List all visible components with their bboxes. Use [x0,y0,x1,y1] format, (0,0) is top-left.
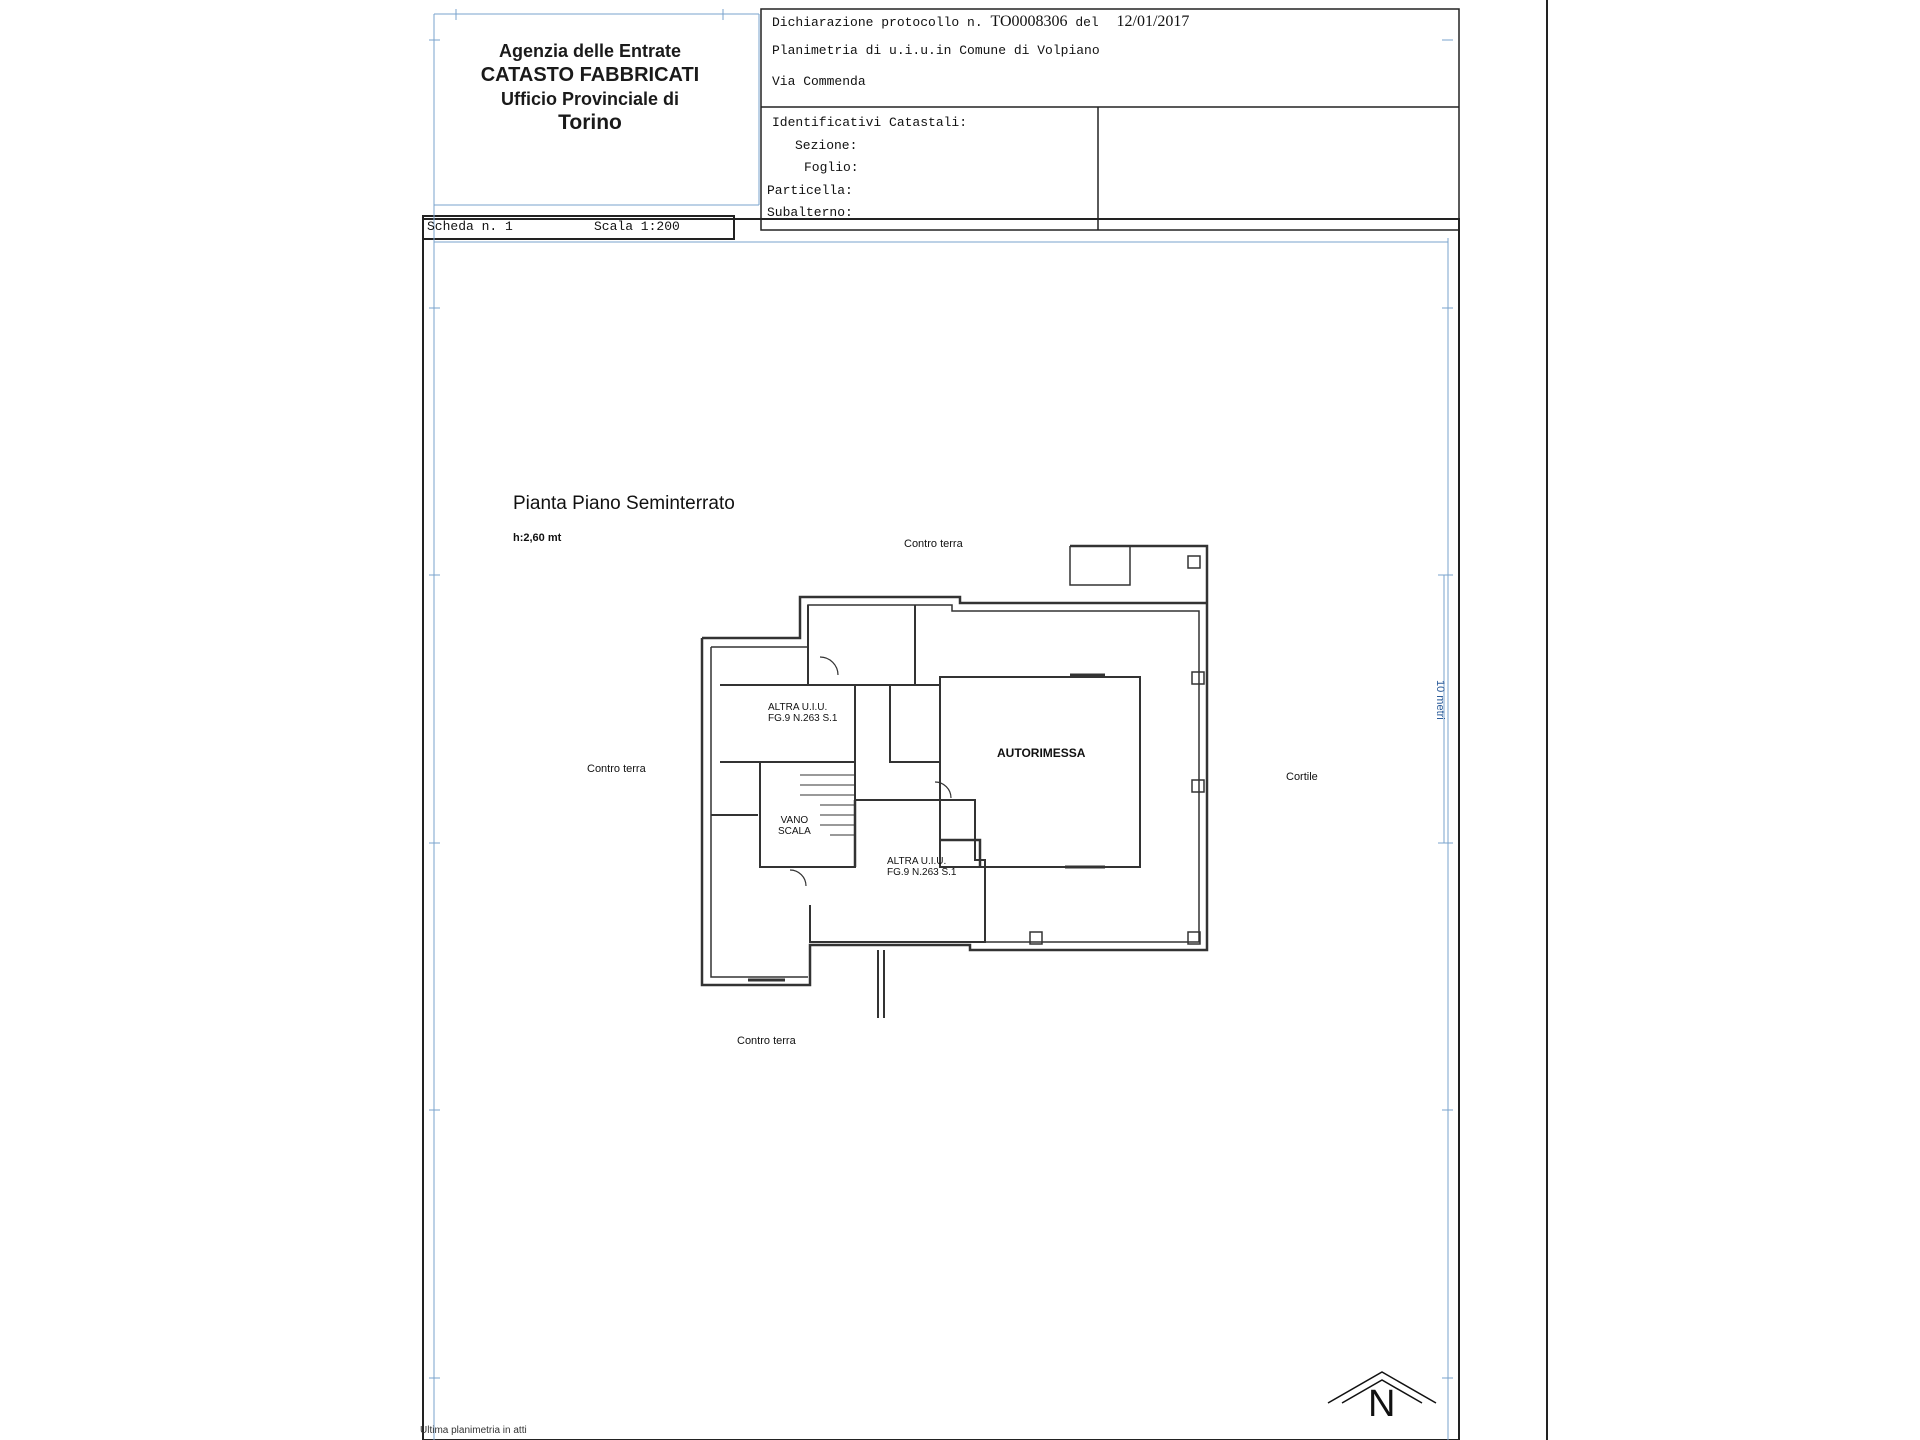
plan-height: h:2,60 mt [513,532,562,544]
footer-note: Ultima planimetria in atti [420,1425,527,1436]
label-contro-terra-left: Contro terra [587,763,646,775]
label-autorimessa: AUTORIMESSA [997,746,1086,760]
scheda-number: Scheda n. 1 [427,219,513,234]
catasto-title: CATASTO FABBRICATI [480,63,700,86]
cadastral-foglio: Foglio: [804,160,859,175]
protocol-del: del [1075,15,1099,30]
plan-description: Planimetria di u.i.u.in Comune di Volpia… [772,43,1100,58]
scale-label: Scala 1:200 [594,219,680,234]
agency-block: Agenzia delle Entrate CATASTO FABBRICATI… [430,40,750,136]
protocol-number: TO0008306 [990,13,1068,30]
office-label: Ufficio Provinciale di [500,88,680,109]
protocol-date: 12/01/2017 [1116,13,1190,30]
north-letter: N [1368,1383,1396,1425]
agency-name: Agenzia delle Entrate [498,41,682,61]
scan-edge-line [1546,0,1548,1440]
floor-plan [700,544,1209,1018]
cadastral-particella: Particella: [767,183,853,198]
label-contro-terra-bottom: Contro terra [737,1035,796,1047]
label-vano-scala: VANO SCALA [778,815,811,837]
scale-bar-label: 10 metri [1434,680,1446,720]
cadastral-subalterno: Subalterno: [767,205,853,220]
label-contro-terra-top: Contro terra [904,538,963,550]
cadastral-sezione: Sezione: [795,138,858,153]
label-cortile: Cortile [1286,771,1318,783]
office-city: Torino [558,111,622,134]
label-altra-uiu-1: ALTRA U.I.U. FG.9 N.263 S.1 [768,702,838,724]
label-altra-uiu-2: ALTRA U.I.U. FG.9 N.263 S.1 [887,856,957,878]
protocol-line: Dichiarazione protocollo n. TO0008306 de… [772,13,1189,31]
north-arrow [1327,1371,1437,1404]
protocol-label: Dichiarazione protocollo n. [772,15,983,30]
plan-title: Pianta Piano Seminterrato [513,493,735,514]
address: Via Commenda [772,74,866,89]
cadastral-title: Identificativi Catastali: [772,115,968,130]
